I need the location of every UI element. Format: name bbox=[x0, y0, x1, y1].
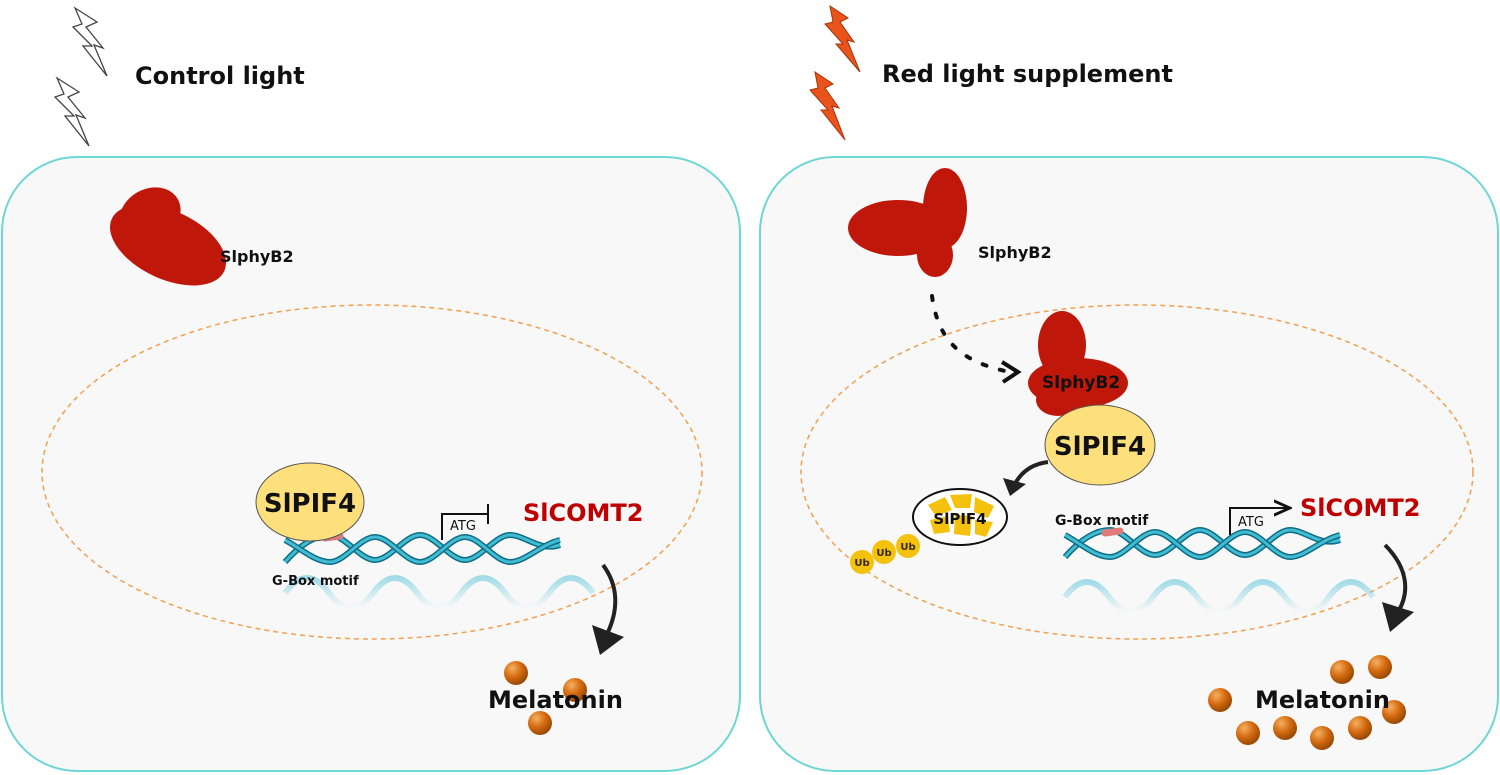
translocation-arrowhead bbox=[1000, 360, 1022, 384]
nucleus bbox=[41, 304, 703, 640]
phyb2-label: SlphyB2 bbox=[220, 247, 294, 266]
ubiquitin-label: Ub bbox=[900, 542, 915, 553]
pif4-protein bbox=[255, 462, 365, 542]
melatonin-molecule bbox=[563, 678, 587, 702]
motif-label: G-Box motif bbox=[272, 574, 359, 589]
motif-label: G-Box motif bbox=[1055, 513, 1149, 529]
ubiquitin-icon bbox=[850, 550, 874, 574]
translocation-arrow bbox=[930, 294, 1012, 374]
melatonin-molecule bbox=[1348, 716, 1372, 740]
phyb2-label: SlphyB2 bbox=[978, 243, 1052, 262]
nucleus bbox=[800, 304, 1474, 640]
ubiquitin-label: Ub bbox=[854, 558, 869, 569]
degradation-arrowhead bbox=[1003, 478, 1026, 496]
atg-label: ATG bbox=[1238, 515, 1264, 530]
lightning-bolt-icon bbox=[53, 76, 90, 147]
left-panel: Control light SlphyB2 ATG SlPIF4 G-Box m… bbox=[1, 6, 741, 772]
lightning-bolt-icon bbox=[809, 70, 846, 141]
ubiquitin-icon bbox=[872, 540, 896, 564]
atg-label: ATG bbox=[450, 519, 476, 534]
atg-repression-symbol bbox=[441, 504, 489, 540]
melatonin-label: Melatonin bbox=[488, 686, 623, 714]
melatonin-molecule bbox=[504, 661, 528, 685]
melatonin-molecule bbox=[1368, 655, 1392, 679]
melatonin-molecule bbox=[528, 711, 552, 735]
lightning-bolt-icon bbox=[824, 4, 861, 73]
gbox-motif bbox=[1101, 527, 1124, 537]
phyb2-protein bbox=[848, 168, 967, 277]
pif4-degraded-label: SlPIF4 bbox=[933, 510, 986, 528]
pif4-label: SlPIF4 bbox=[1054, 432, 1146, 462]
ubiquitin-label: Ub bbox=[876, 548, 891, 559]
ubiquitin-icon bbox=[896, 534, 920, 558]
panel-title: Red light supplement bbox=[882, 60, 1173, 88]
phyb2-nuclear-protein bbox=[1028, 311, 1128, 416]
synthesis-arrowhead bbox=[592, 625, 624, 655]
synthesis-arrow bbox=[1383, 543, 1408, 614]
gene-label: SlCOMT2 bbox=[1300, 494, 1420, 522]
phyb2-protein bbox=[110, 187, 226, 286]
pif4-degraded bbox=[912, 488, 1008, 546]
synthesis-arrow bbox=[601, 563, 618, 639]
dna-helix bbox=[282, 531, 596, 611]
cell-membrane bbox=[1, 156, 741, 772]
ubiquitin-chain: Ub Ub Ub bbox=[850, 534, 920, 574]
melatonin-label: Melatonin bbox=[1255, 686, 1390, 714]
lightning-bolt-icon bbox=[71, 6, 108, 77]
melatonin-molecule bbox=[1310, 726, 1334, 750]
melatonin-molecule bbox=[1330, 660, 1354, 684]
melatonin-molecule bbox=[1273, 716, 1297, 740]
melatonin-molecule bbox=[1382, 700, 1406, 724]
synthesis-arrowhead bbox=[1382, 602, 1414, 632]
atg-activation-arrow bbox=[1229, 508, 1290, 535]
melatonin-molecules bbox=[1208, 655, 1406, 750]
melatonin-molecule bbox=[1236, 721, 1260, 745]
pif4-protein bbox=[1044, 404, 1156, 486]
degradation-arrow bbox=[1014, 460, 1049, 484]
melatonin-molecule bbox=[1208, 688, 1232, 712]
pif4-label: SlPIF4 bbox=[264, 489, 356, 519]
melatonin-molecules bbox=[504, 661, 587, 735]
gene-label: SlCOMT2 bbox=[523, 499, 643, 527]
panel-title: Control light bbox=[135, 62, 305, 90]
phyb2-bound-label: SlphyB2 bbox=[1042, 373, 1120, 393]
right-panel: Red light supplement SlphyB2 SlphyB2 SlP… bbox=[759, 4, 1499, 772]
